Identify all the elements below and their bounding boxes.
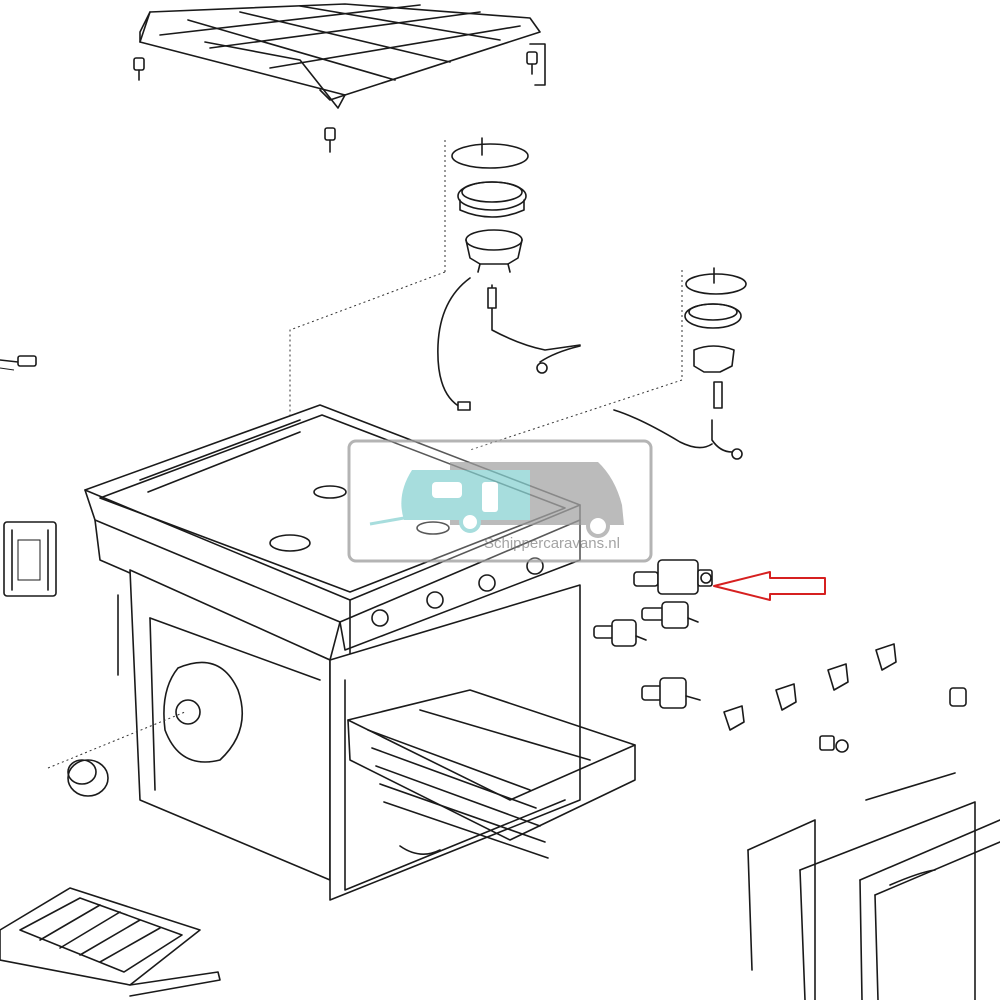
caravan-window bbox=[432, 482, 462, 498]
red-pointer-arrow bbox=[713, 571, 826, 601]
control-knobs bbox=[723, 643, 967, 753]
burner-small bbox=[681, 267, 747, 409]
ignition-wire bbox=[0, 355, 37, 371]
thermocouple-small bbox=[613, 409, 743, 460]
gas-tap-valve bbox=[633, 559, 713, 595]
burner-large bbox=[444, 137, 529, 273]
oven-shelf bbox=[347, 689, 636, 859]
watermark-logo: Schippercaravans.nl bbox=[347, 439, 653, 563]
oven-burner-cap bbox=[47, 711, 186, 797]
gas-valve-3 bbox=[593, 619, 647, 647]
spark-generator bbox=[3, 521, 57, 597]
grid-feet bbox=[133, 43, 546, 153]
camper-wheel bbox=[586, 514, 610, 538]
oven-cabinet bbox=[117, 569, 581, 901]
caravan-drawbar bbox=[369, 516, 405, 526]
watermark-text: Schippercaravans.nl bbox=[484, 535, 620, 552]
gas-valve-2 bbox=[641, 601, 699, 629]
caravan-door bbox=[482, 482, 498, 512]
grill-pan bbox=[0, 887, 221, 997]
hob-burner-sockets bbox=[269, 485, 450, 552]
gas-valve-4 bbox=[641, 677, 701, 709]
oven-door-panels bbox=[747, 772, 1000, 1000]
caravan-wheel bbox=[459, 511, 481, 533]
thermocouple-large bbox=[437, 277, 581, 411]
control-panel-holes bbox=[371, 557, 544, 627]
pan-support-grid bbox=[139, 3, 541, 109]
